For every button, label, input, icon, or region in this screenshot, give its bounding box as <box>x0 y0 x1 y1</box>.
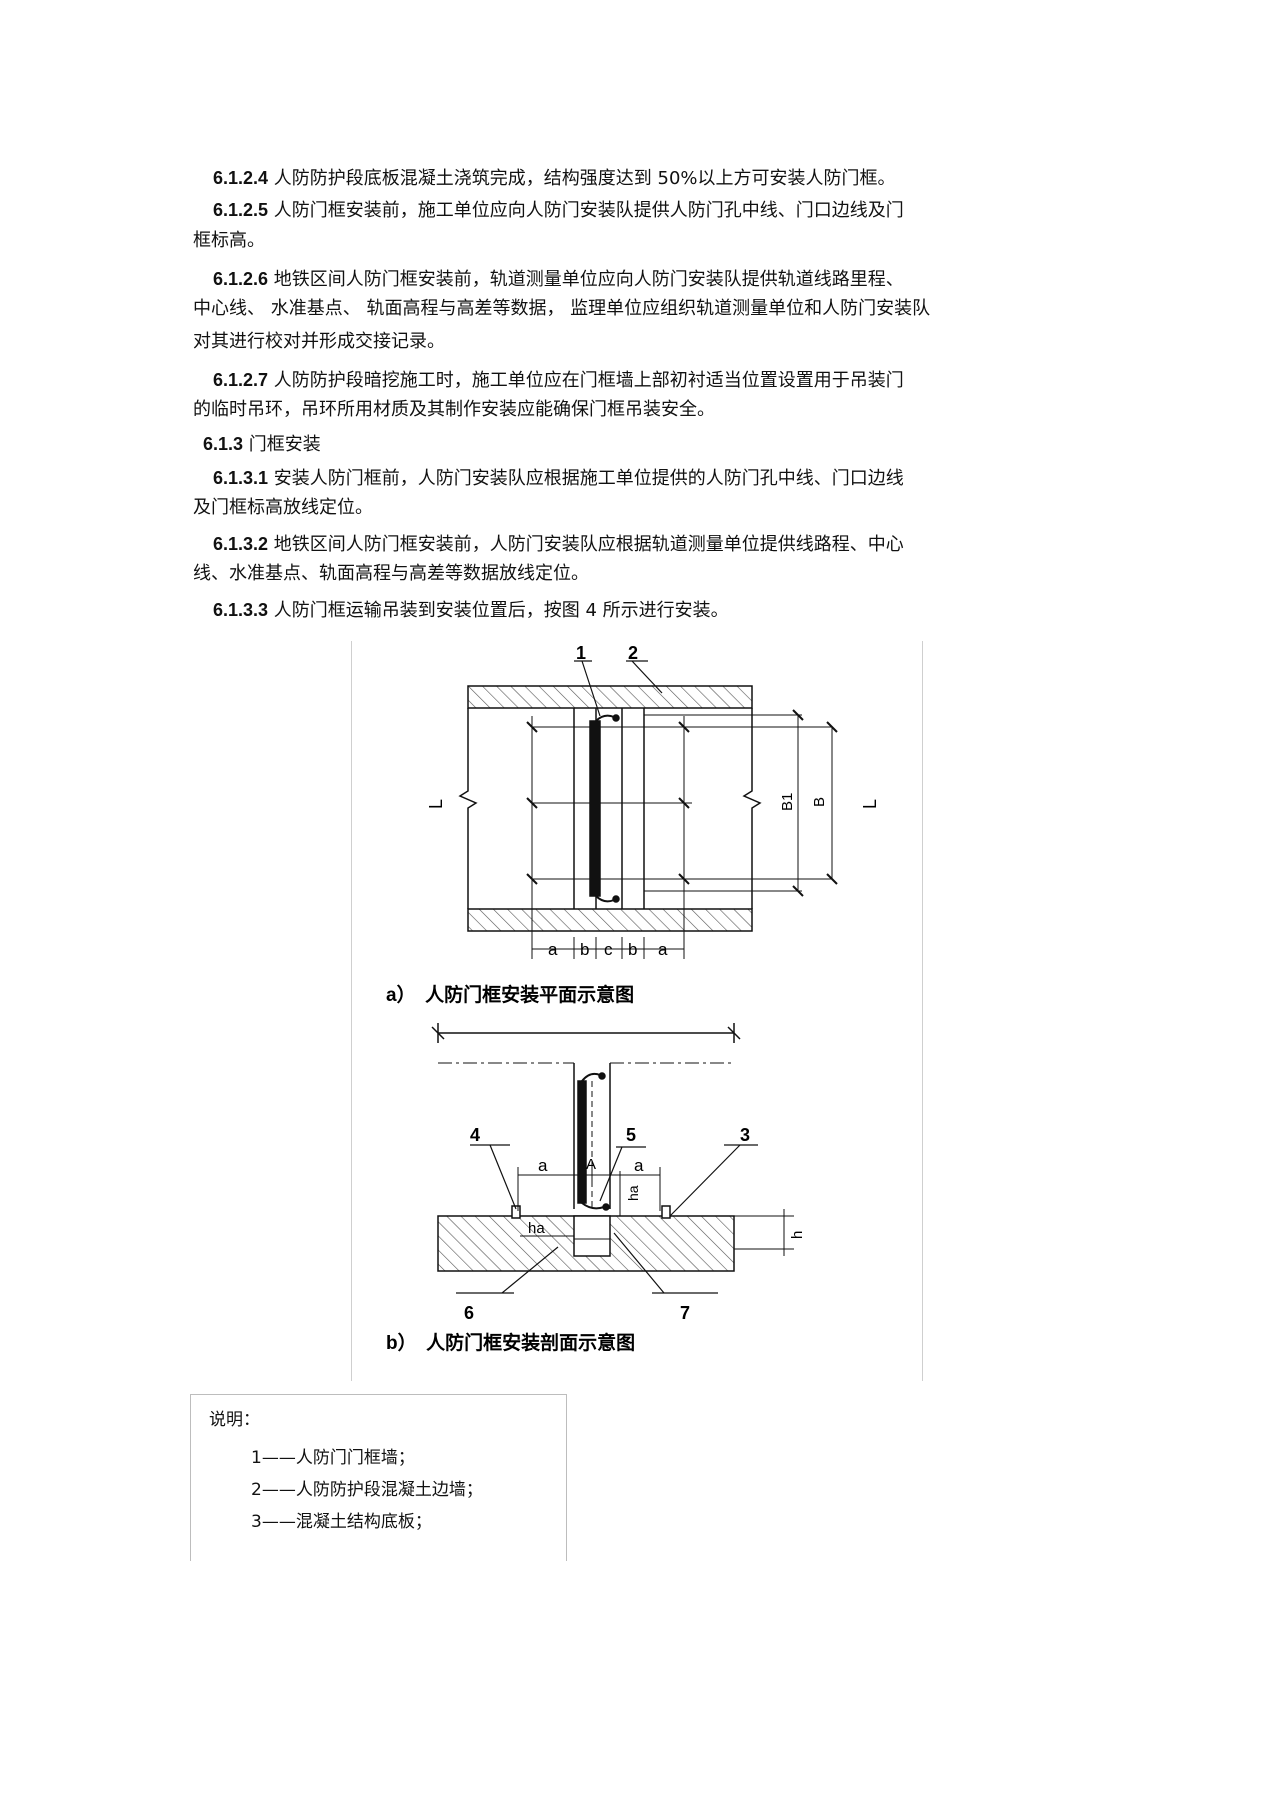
notes-box: 说明： 1——人防门门框墙； 2——人防防护段混凝土边墙； 3——混凝土结构底板… <box>190 1394 567 1561</box>
plan-dim-b-right: b <box>628 940 637 959</box>
door-frame <box>589 720 601 897</box>
caption-b: b） 人防门框安装剖面示意图 <box>386 1331 635 1354</box>
top-wall <box>467 685 753 709</box>
notes-title: 说明： <box>209 1410 260 1430</box>
clause-number: 6.1.2.7 <box>213 370 269 390</box>
section-dim-a-right: a <box>634 1156 644 1175</box>
embedded-part <box>573 1215 611 1257</box>
section-title: 门框安装 <box>248 434 321 455</box>
plan-label-B1: B1 <box>779 793 796 811</box>
plan-label-B: B <box>811 797 828 807</box>
bottom-wall <box>467 908 753 932</box>
paragraph-text: 安装人防门框前，人防门安装队应根据施工单位提供的人防门孔中线、门口边线 <box>273 468 904 489</box>
note-item-3: 3——混凝土结构底板； <box>251 1512 432 1532</box>
plan-label-1: 1 <box>576 643 586 663</box>
plan-label-L-right: L <box>860 799 880 809</box>
plan-dim-b-left: b <box>580 940 589 959</box>
note-item-2: 2——人防防护段混凝土边墙； <box>251 1480 483 1500</box>
clause-number: 6.1.3 <box>203 434 244 454</box>
paragraph-text: 框标高。 <box>193 230 265 251</box>
paragraph-6-1-3-3: 6.1.3.3 人防门框运输吊装到安装位置后，按图 4 所示进行安装。 <box>213 594 729 627</box>
caption-a: a） 人防门框安装平面示意图 <box>386 983 634 1006</box>
paragraph-text: 地铁区间人防门框安装前，轨道测量单位应向人防门安装队提供轨道线路里程、 <box>273 269 904 290</box>
clause-number: 6.1.3.3 <box>213 600 269 620</box>
plan-dim-a-right: a <box>658 940 668 959</box>
right-break-line <box>742 708 762 909</box>
note-item-1: 1——人防门门框墙； <box>251 1448 415 1468</box>
clause-number: 6.1.2.5 <box>213 200 269 220</box>
section-dim-ha-upper: ha <box>625 1185 641 1201</box>
plan-view <box>458 660 838 959</box>
paragraph-text: 及门框标高放线定位。 <box>193 497 373 518</box>
clause-number: 6.1.2.6 <box>213 269 269 289</box>
section-dim-h: h <box>789 1231 806 1239</box>
paragraph-text: 人防防护段底板混凝土浇筑完成，结构强度达到 50%以上方可安装人防门框。 <box>273 168 896 189</box>
figure-drawing: 1 2 L L B1 B a b c b a a） 人防门框安装平面示意图 <box>386 643 880 1354</box>
plan-label-2: 2 <box>628 643 638 663</box>
paragraph-text: 的临时吊环，吊环所用材质及其制作安装应能确保门框吊装安全。 <box>193 399 715 420</box>
clause-number: 6.1.2.4 <box>213 168 269 188</box>
paragraph-6-1-2-4: 6.1.2.4 人防防护段底板混凝土浇筑完成，结构强度达到 50%以上方可安装人… <box>213 162 896 195</box>
section-dim-a-left: a <box>538 1156 548 1175</box>
section-label-6: 6 <box>464 1303 474 1323</box>
paragraph-text: 中心线、 水准基点、 轨面高程与高差等数据， 监理单位应组织轨道测量单位和人防门… <box>193 298 931 319</box>
section-dim-A: A <box>586 1156 596 1173</box>
left-break-line <box>458 708 478 909</box>
figure-4: 1 2 L L B1 B a b c b a a） 人防门框安装平面示意图 <box>351 641 923 1381</box>
section-label-4: 4 <box>470 1125 480 1145</box>
clause-number: 6.1.3.2 <box>213 534 269 554</box>
plan-dim-c: c <box>604 940 613 959</box>
paragraph-text: 人防防护段暗挖施工时，施工单位应在门框墙上部初衬适当位置设置用于吊装门 <box>273 370 904 391</box>
section-dim-ha-lower: ha <box>528 1220 545 1237</box>
paragraph-text: 对其进行校对并形成交接记录。 <box>193 331 445 352</box>
section-label-7: 7 <box>680 1303 690 1323</box>
paragraph-text: 地铁区间人防门框安装前，人防门安装队应根据轨道测量单位提供线路程、中心 <box>273 534 904 555</box>
section-door-frame <box>577 1080 587 1204</box>
plan-dim-a-left: a <box>548 940 558 959</box>
section-label-5: 5 <box>626 1125 636 1145</box>
paragraph-text: 人防门框运输吊装到安装位置后，按图 4 所示进行安装。 <box>273 600 729 621</box>
paragraph-text: 人防门框安装前，施工单位应向人防门安装队提供人防门孔中线、门口边线及门 <box>273 200 904 221</box>
section-label-3: 3 <box>740 1125 750 1145</box>
section-view <box>431 1023 794 1294</box>
section-6-1-3: 6.1.3 门框安装 <box>203 428 321 461</box>
plan-label-L-left: L <box>426 799 446 809</box>
paragraph-text: 线、水准基点、轨面高程与高差等数据放线定位。 <box>193 563 589 584</box>
clause-number: 6.1.3.1 <box>213 468 269 488</box>
